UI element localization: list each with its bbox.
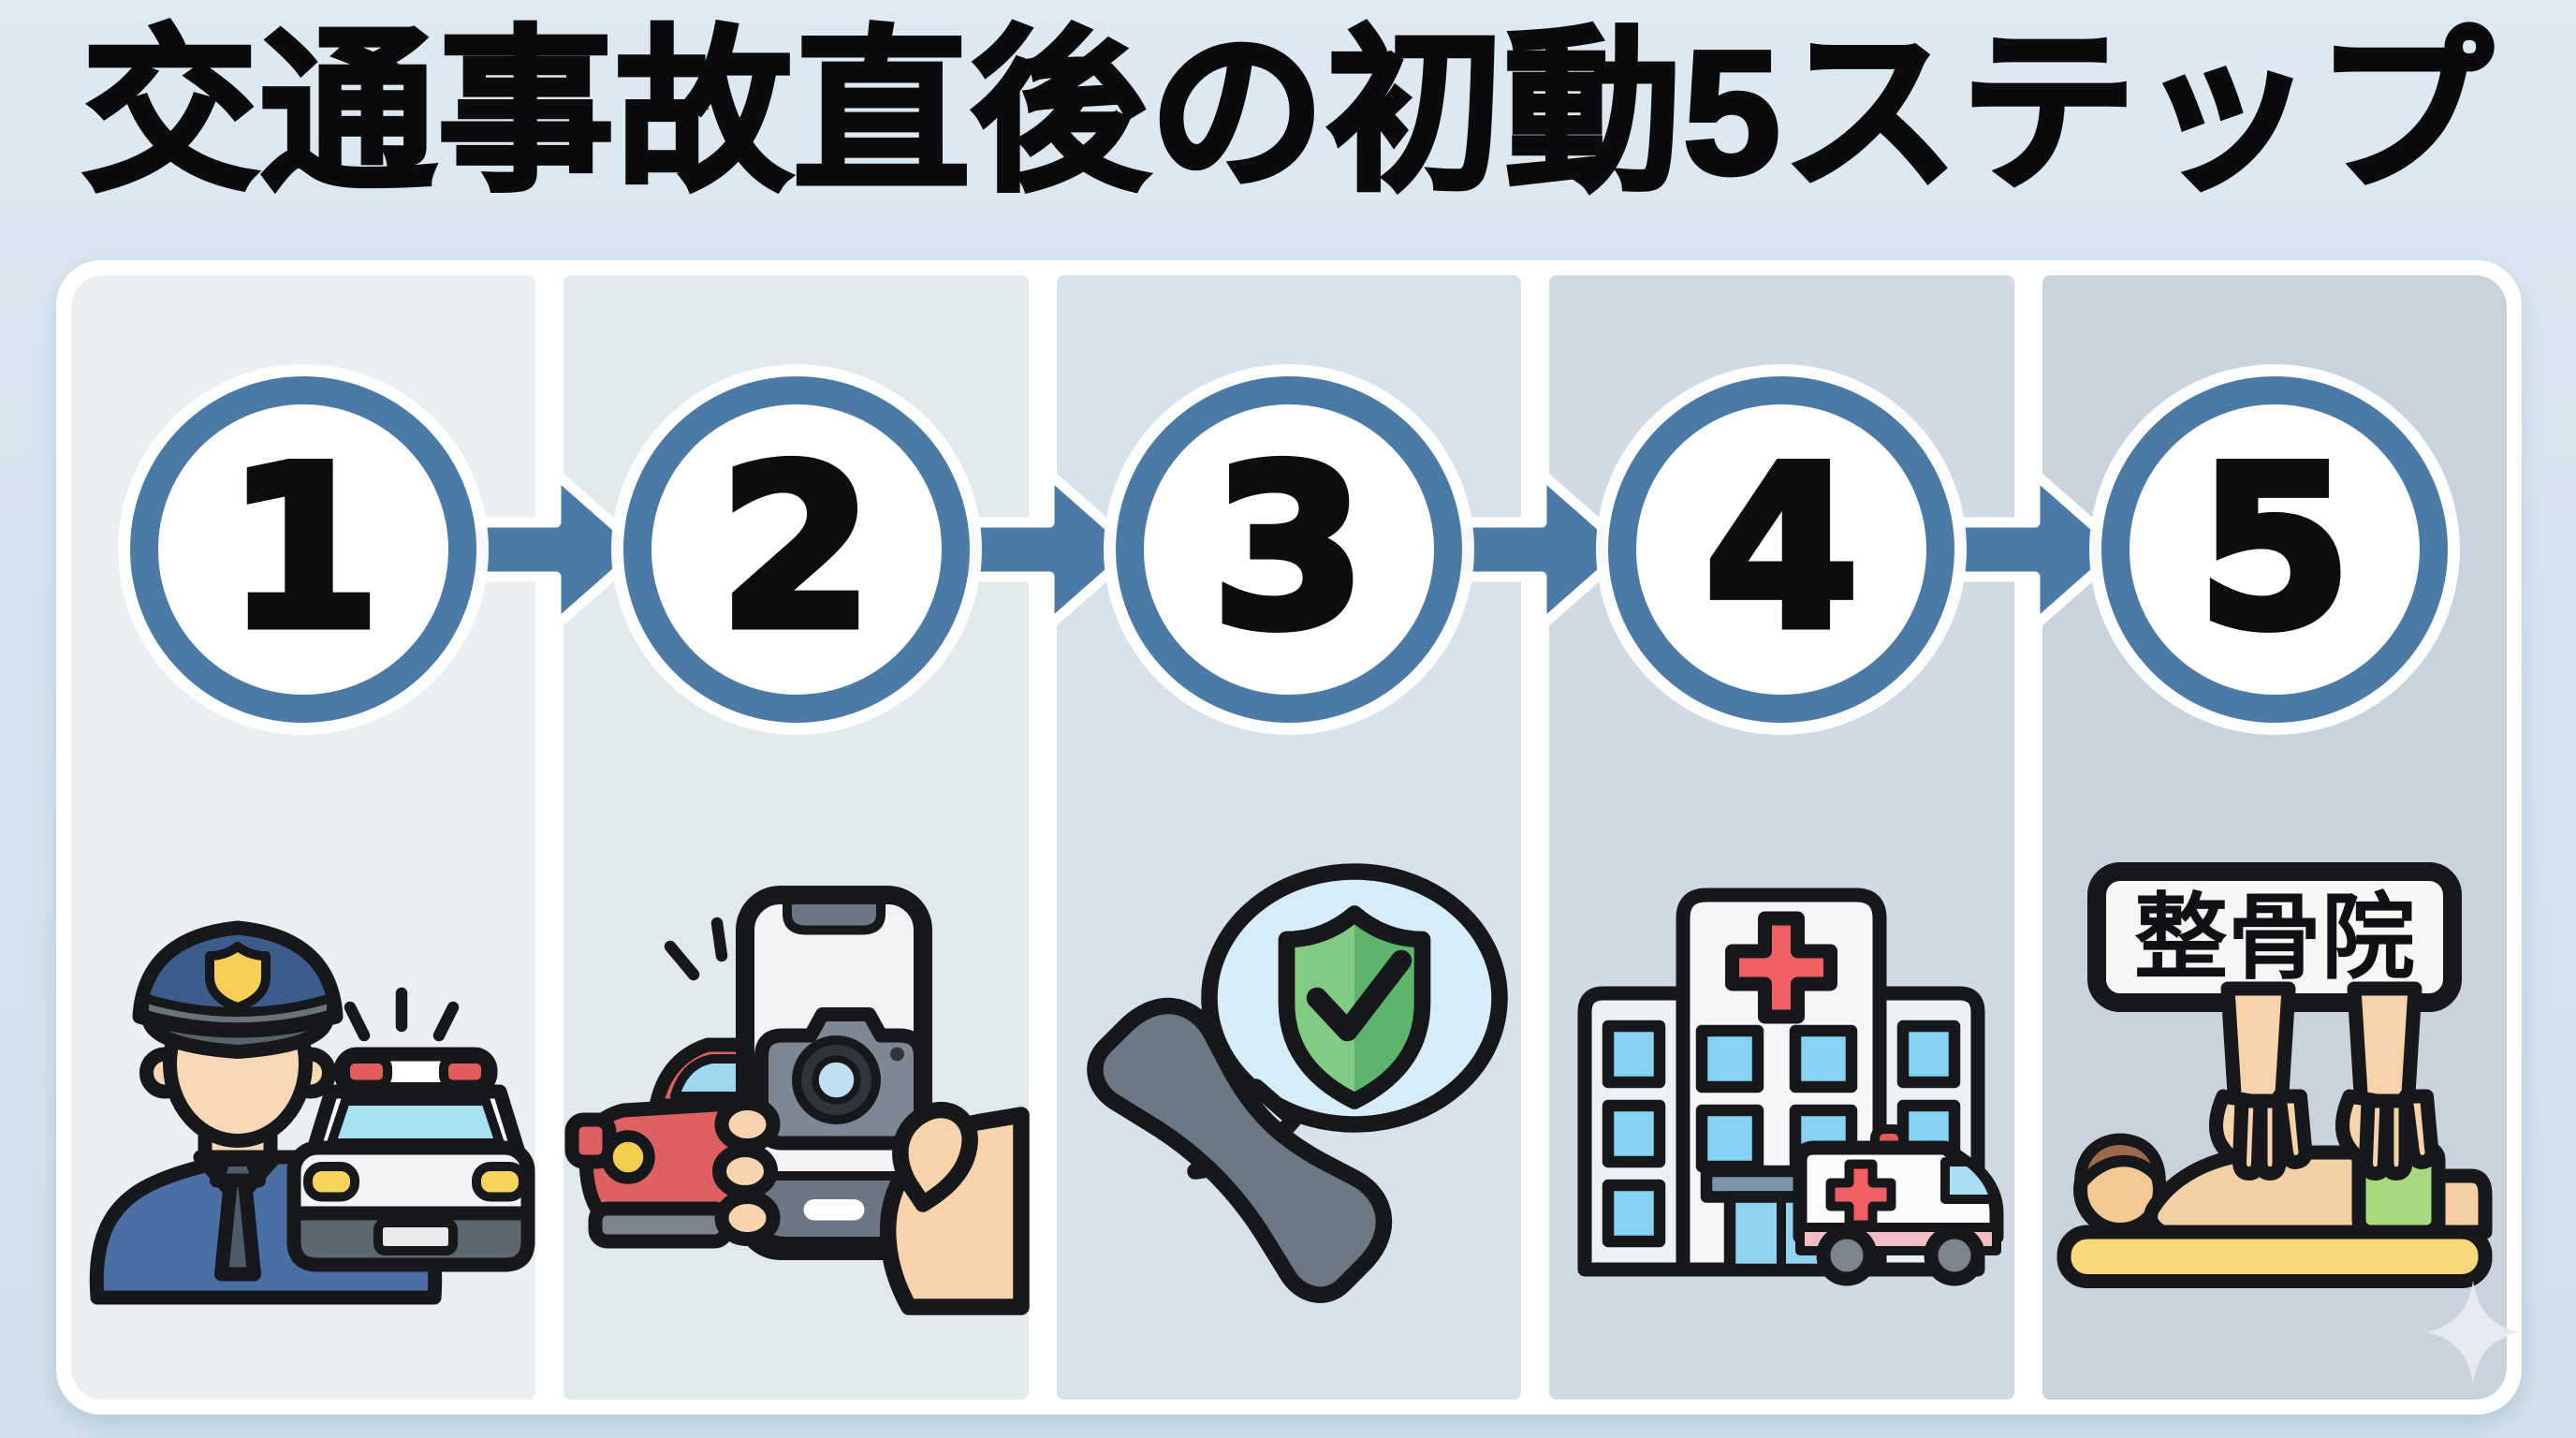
step-number-badge-3: 3 (1116, 376, 1463, 723)
step-panel-3: 3 (1055, 275, 1523, 1400)
step-number-badge-4: 4 (1608, 376, 1955, 723)
step-panel-1: 1 (69, 275, 537, 1400)
smartphone-photo-of-accident-car-icon (563, 848, 1031, 1328)
step-number: 1 (222, 419, 386, 679)
step-number-badge-1: 1 (130, 376, 477, 723)
step-number: 5 (2193, 419, 2357, 679)
page-title: 交通事故直後の初動5ステップ (80, 14, 2495, 211)
step-panel-2: 2 (563, 275, 1031, 1400)
step-number-badge-5: 5 (2100, 376, 2448, 723)
arrow-right-icon (944, 461, 1141, 638)
phone-call-insurance-shield-icon (1055, 848, 1523, 1328)
clinic-sign-label: 整骨院 (2134, 886, 2415, 990)
step-number: 4 (1700, 419, 1864, 679)
step-panel-4: 4 (1547, 275, 2015, 1400)
police-officer-and-police-car-icon (69, 848, 537, 1328)
step-number: 2 (714, 419, 878, 679)
hospital-and-ambulance-icon (1547, 848, 2015, 1328)
steps-board: 1 (56, 260, 2522, 1415)
arrow-right-icon (1930, 461, 2127, 638)
step-number: 3 (1208, 419, 1371, 679)
sparkle-icon (2426, 1281, 2520, 1384)
arrow-right-icon (451, 461, 648, 638)
arrow-right-icon (1437, 461, 1633, 638)
step-number-badge-2: 2 (622, 376, 970, 723)
step-panel-5: 5 整骨院 (2041, 275, 2509, 1400)
osteopathic-clinic-massage-icon: 整骨院 (2041, 848, 2509, 1328)
